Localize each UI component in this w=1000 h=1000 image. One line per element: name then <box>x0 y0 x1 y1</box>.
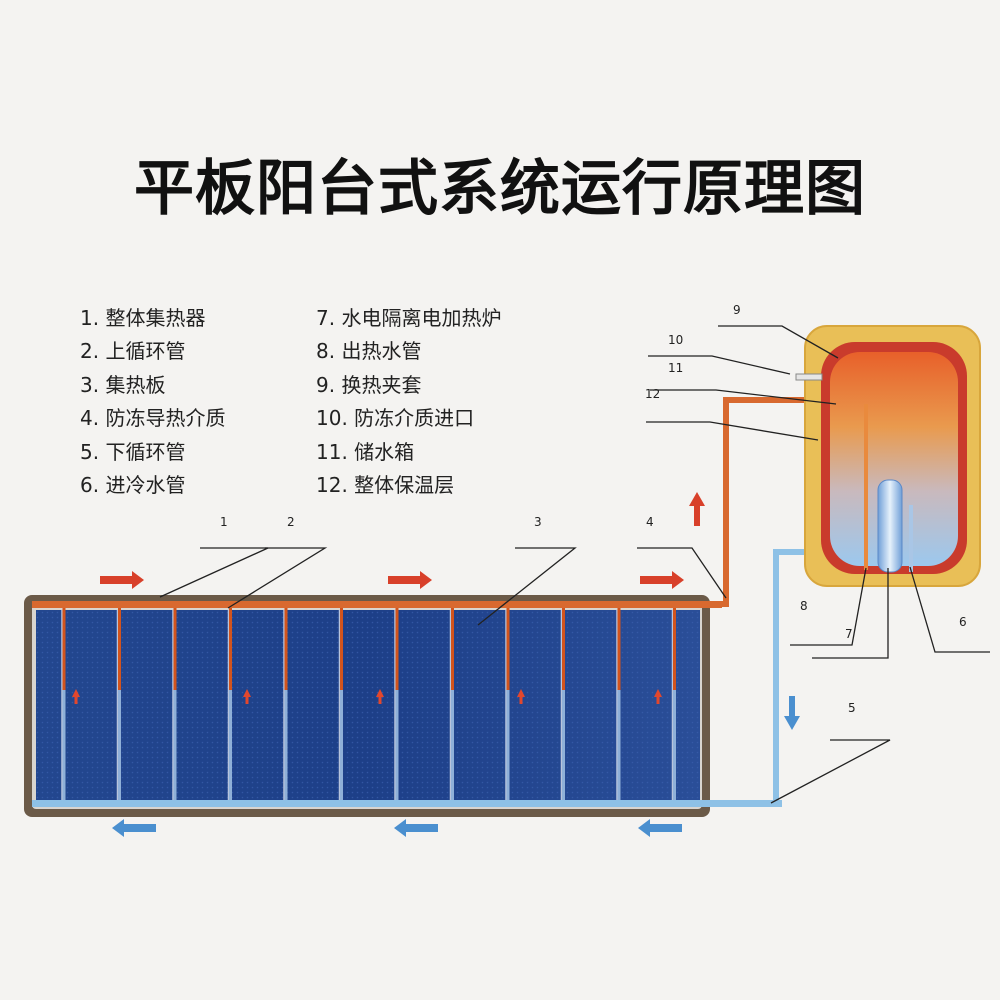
callout-6: 6 <box>959 615 967 629</box>
flow-arrow-left <box>638 819 682 837</box>
riser-flow-arrow <box>517 689 525 704</box>
water-tank <box>830 352 958 566</box>
flow-arrow-right <box>388 571 432 589</box>
callout-7: 7 <box>845 627 853 641</box>
electric-heater <box>877 479 903 573</box>
callout-lines <box>159 325 990 804</box>
callout-8: 8 <box>800 599 808 613</box>
flow-arrow-down <box>784 696 800 730</box>
legend-item: 1. 整体集热器 <box>80 306 206 330</box>
hot-pipe <box>718 397 830 607</box>
cold-return-pipe <box>773 549 826 803</box>
legend-item: 7. 水电隔离电加热炉 <box>316 306 502 330</box>
callout-11: 11 <box>668 361 683 375</box>
legend-item: 12. 整体保温层 <box>316 473 455 498</box>
flow-arrows <box>72 492 800 837</box>
flow-arrow-left <box>112 819 156 837</box>
callout-numbers: 1 2 3 4 5 6 7 8 9 10 11 12 <box>220 303 967 715</box>
flow-arrow-right <box>100 571 144 589</box>
flow-arrow-up <box>689 492 705 526</box>
legend-item: 3. 集热板 <box>80 372 166 397</box>
riser-flow-arrow <box>72 689 80 704</box>
callout-4: 4 <box>646 515 654 529</box>
page-title: 平板阳台式系统运行原理图 <box>134 154 866 224</box>
flow-arrow-left <box>394 819 438 837</box>
legend-right: 7. 水电隔离电加热炉 8. 出热水管 9. 换热夹套 10. 防冻介质进口 1… <box>316 302 501 502</box>
collector <box>24 595 782 817</box>
legend-item: 4. 防冻导热介质 <box>80 406 226 431</box>
lower-circulation-pipe <box>32 800 782 807</box>
callout-12: 12 <box>645 387 660 401</box>
legend-item: 9. 换热夹套 <box>316 372 422 397</box>
fin-separators <box>61 610 674 800</box>
callout-9: 9 <box>733 303 741 317</box>
legend-item: 6. 进冷水管 <box>80 473 186 498</box>
antifreeze-inlet <box>795 373 823 381</box>
legend-left: 1. 整体集热器 2. 上循环管 3. 集热板 4. 防冻导热介质 5. 下循环… <box>80 302 225 502</box>
riser-flow-arrow <box>654 689 662 704</box>
legend-item: 2. 上循环管 <box>80 339 186 364</box>
callout-1: 1 <box>220 515 228 529</box>
upper-circulation-pipe <box>32 601 722 608</box>
flow-arrow-right <box>640 571 684 589</box>
legend-item: 11. 储水箱 <box>316 439 415 464</box>
callout-10: 10 <box>668 333 683 347</box>
legend-item: 10. 防冻介质进口 <box>316 406 475 431</box>
callout-3: 3 <box>534 515 542 529</box>
legend-item: 5. 下循环管 <box>80 439 186 464</box>
storage-tank <box>795 325 981 587</box>
callout-2: 2 <box>287 515 295 529</box>
callout-5: 5 <box>848 701 856 715</box>
riser-flow-arrow <box>376 689 384 704</box>
legend-item: 8. 出热水管 <box>316 339 422 364</box>
riser-tubes <box>62 608 676 800</box>
riser-flow-arrow <box>243 689 251 704</box>
